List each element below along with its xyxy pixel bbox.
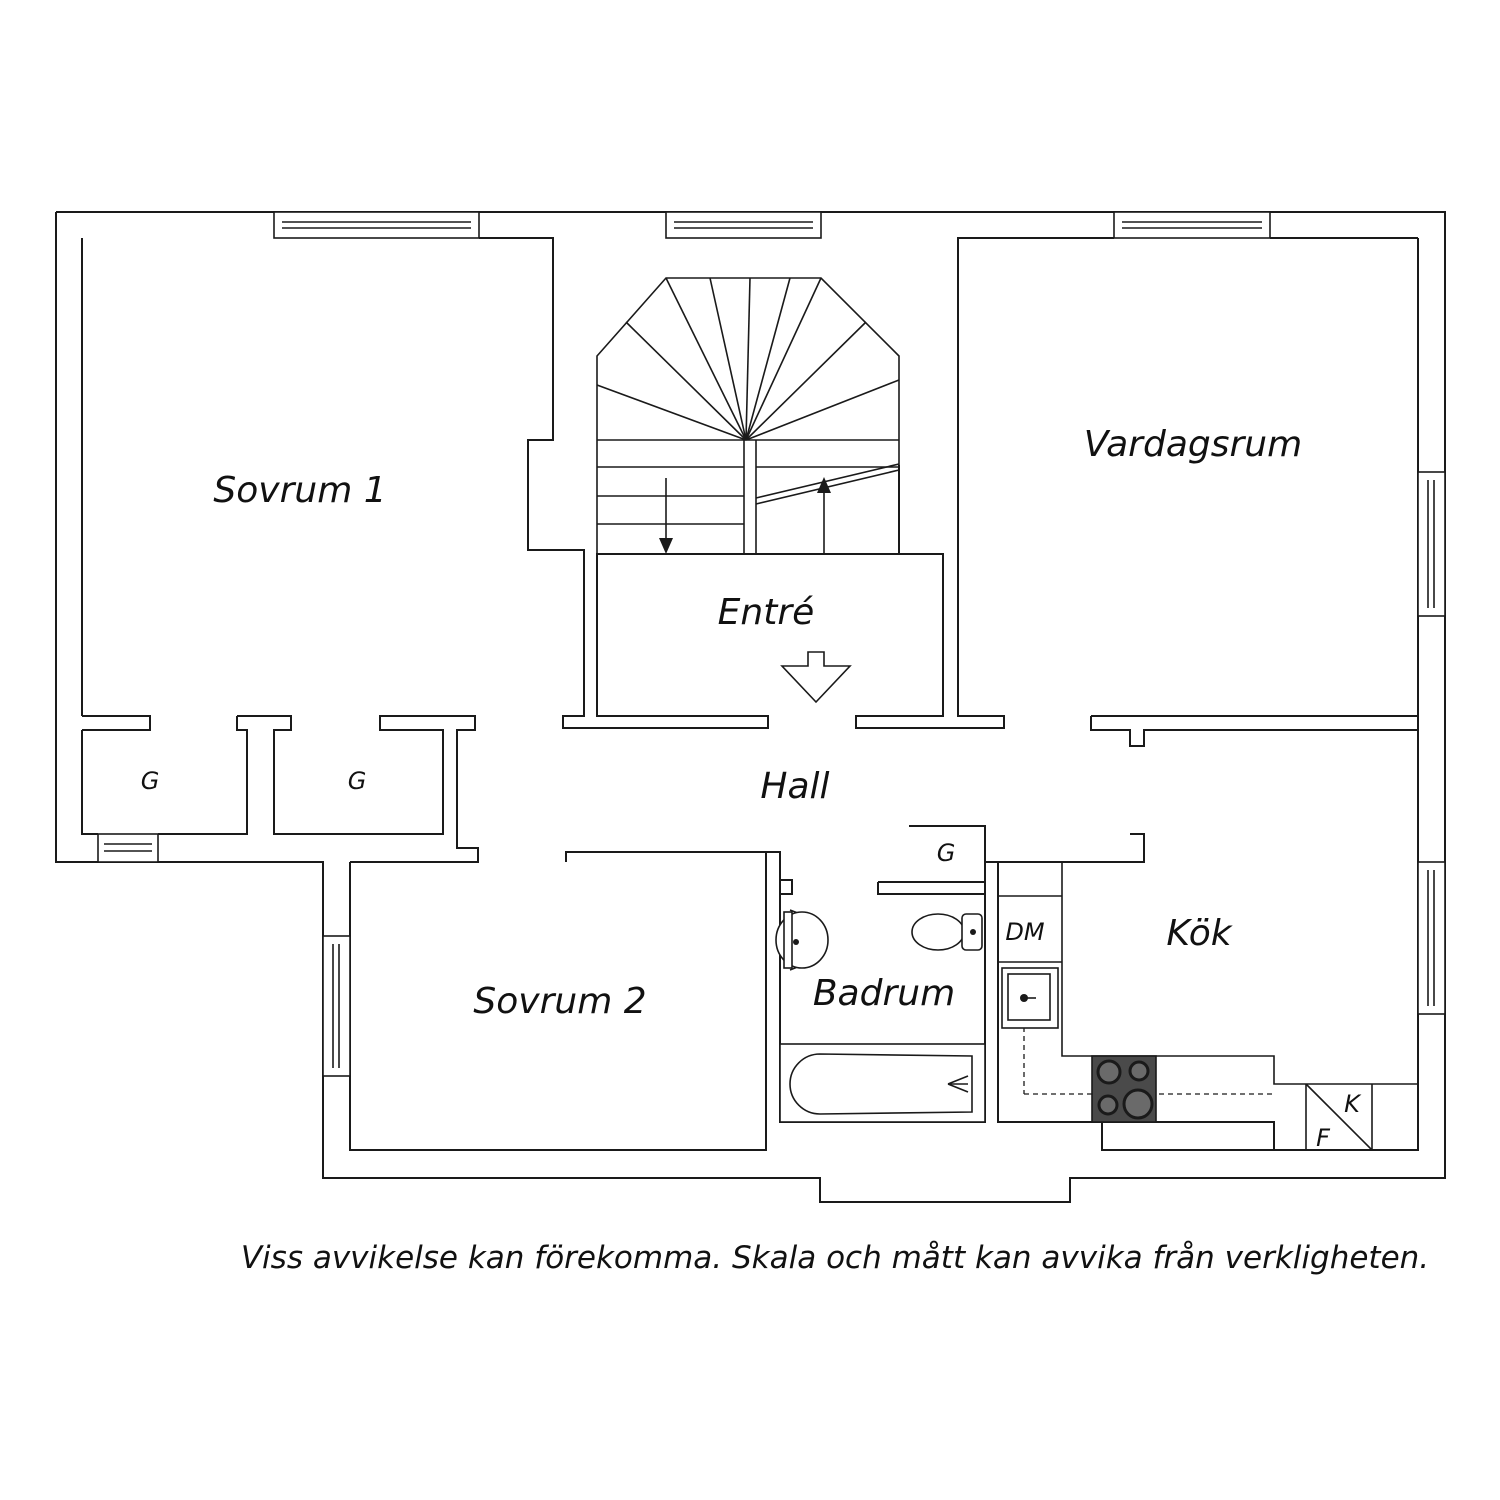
kitchen-sink-icon [1001, 967, 1059, 1029]
interior-walls [82, 237, 1419, 1151]
label-kok: Kök [1166, 913, 1233, 954]
staircase [596, 277, 900, 554]
label-entre: Entré [718, 592, 815, 633]
label-vardagsrum: Vardagsrum [1084, 424, 1302, 465]
closet-labels: G G G [141, 767, 956, 867]
label-freezer: K [1344, 1090, 1362, 1118]
label-fridge: F [1316, 1124, 1331, 1152]
label-closet-2: G [348, 767, 367, 795]
windows [97, 211, 1446, 1077]
window-closet [97, 833, 159, 863]
toilet-icon [911, 913, 983, 951]
window-vardagsrum-top [1113, 211, 1271, 239]
disclaimer-text: Viss avvikelse kan förekomma. Skala och … [241, 1240, 1429, 1276]
appliance-labels: DM F K [1005, 918, 1362, 1152]
window-sovrum2-left [322, 935, 351, 1077]
kitchen-fixtures [1001, 967, 1157, 1123]
label-dishwasher: DM [1005, 918, 1044, 946]
bathtub-icon [779, 1043, 986, 1123]
room-labels: Sovrum 1 Entré Vardagsrum Hall Sovrum 2 … [213, 424, 1302, 1022]
label-hall: Hall [760, 766, 829, 807]
window-sovrum1 [273, 211, 480, 239]
label-badrum: Badrum [813, 973, 955, 1014]
window-stair [665, 211, 822, 239]
bathroom-fixtures [775, 909, 986, 1123]
sink-icon [775, 909, 829, 971]
outer-walls [55, 211, 1446, 1203]
stove-icon [1091, 1055, 1157, 1123]
window-kok-right [1417, 861, 1446, 1015]
label-closet-3: G [937, 839, 956, 867]
entrance-arrow-icon [780, 651, 852, 704]
label-sovrum1: Sovrum 1 [213, 470, 386, 511]
window-vardagsrum-right [1417, 471, 1446, 617]
label-sovrum2: Sovrum 2 [473, 981, 646, 1022]
label-closet-1: G [141, 767, 160, 795]
